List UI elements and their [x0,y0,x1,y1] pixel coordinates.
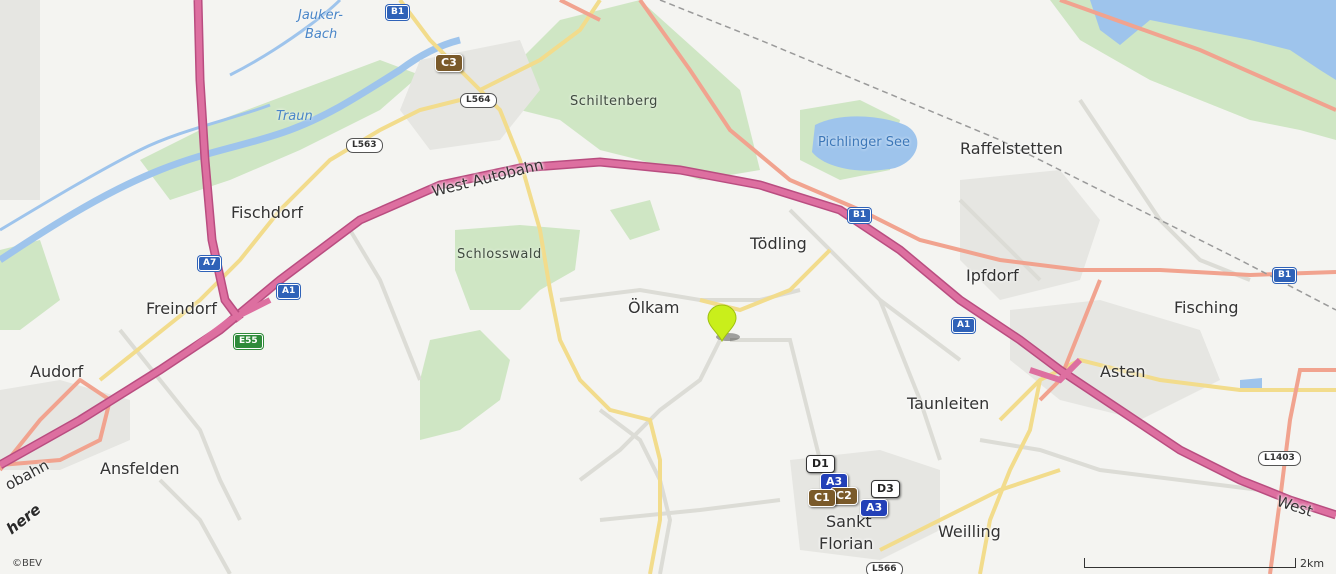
road-shield-l566: L566 [866,562,903,574]
poi-marker-d3[interactable]: D3 [871,480,900,498]
water-label-jauker-2: Bach [305,27,338,42]
poi-marker-d1[interactable]: D1 [806,455,835,473]
place-label-toedling: Tödling [750,234,807,253]
place-label-oelkam: Ölkam [628,298,680,317]
road-shield-e55: E55 [234,334,263,349]
scale-label: 2km [1300,557,1325,570]
place-label-schlosswald: Schlosswald [457,247,542,262]
road-shield-l1403: L1403 [1258,451,1301,466]
place-label-ansfelden: Ansfelden [100,459,180,478]
road-shield-a7: A7 [198,256,222,271]
scale-bar [1084,558,1296,568]
road-shield-b1-top: B1 [386,5,410,20]
road-shield-l564: L564 [460,93,497,108]
place-label-raffelstetten: Raffelstetten [960,139,1063,158]
water-bodies [0,0,1336,392]
place-label-ipfdorf: Ipfdorf [966,266,1019,285]
place-label-asten: Asten [1100,362,1146,381]
copyright-text: ©BEV [12,558,43,569]
place-label-schiltenberg: Schiltenberg [570,94,658,109]
water-label-jauker-1: Jauker- [298,8,343,23]
place-label-fischdorf: Fischdorf [231,203,303,222]
road-shield-a1-right: A1 [952,318,976,333]
place-label-florian: Florian [819,534,874,553]
secondary-roads [98,0,1336,574]
place-label-taunleiten: Taunleiten [907,394,990,413]
location-pin-icon[interactable] [706,303,740,343]
place-label-sankt: Sankt [826,512,872,531]
poi-marker-c3[interactable]: C3 [435,54,463,72]
place-label-weilling: Weilling [938,522,1001,541]
place-label-audorf: Audorf [30,362,84,381]
water-label-pichlinger-see: Pichlinger See [818,135,910,150]
water-label-traun: Traun [276,109,313,124]
road-shield-l563: L563 [346,138,383,153]
poi-marker-a3-top[interactable]: A3 [820,473,849,491]
place-label-freindorf: Freindorf [146,299,217,318]
road-shield-b1-mid: B1 [848,208,872,223]
place-label-fisching: Fisching [1174,298,1239,317]
road-shield-a1-left: A1 [277,284,301,299]
poi-marker-c1[interactable]: C1 [808,489,836,507]
motorways [0,0,1336,520]
poi-marker-a3[interactable]: A3 [860,499,889,517]
poi-marker-c2[interactable]: C2 [830,487,858,505]
road-shield-b1-right: B1 [1273,268,1297,283]
